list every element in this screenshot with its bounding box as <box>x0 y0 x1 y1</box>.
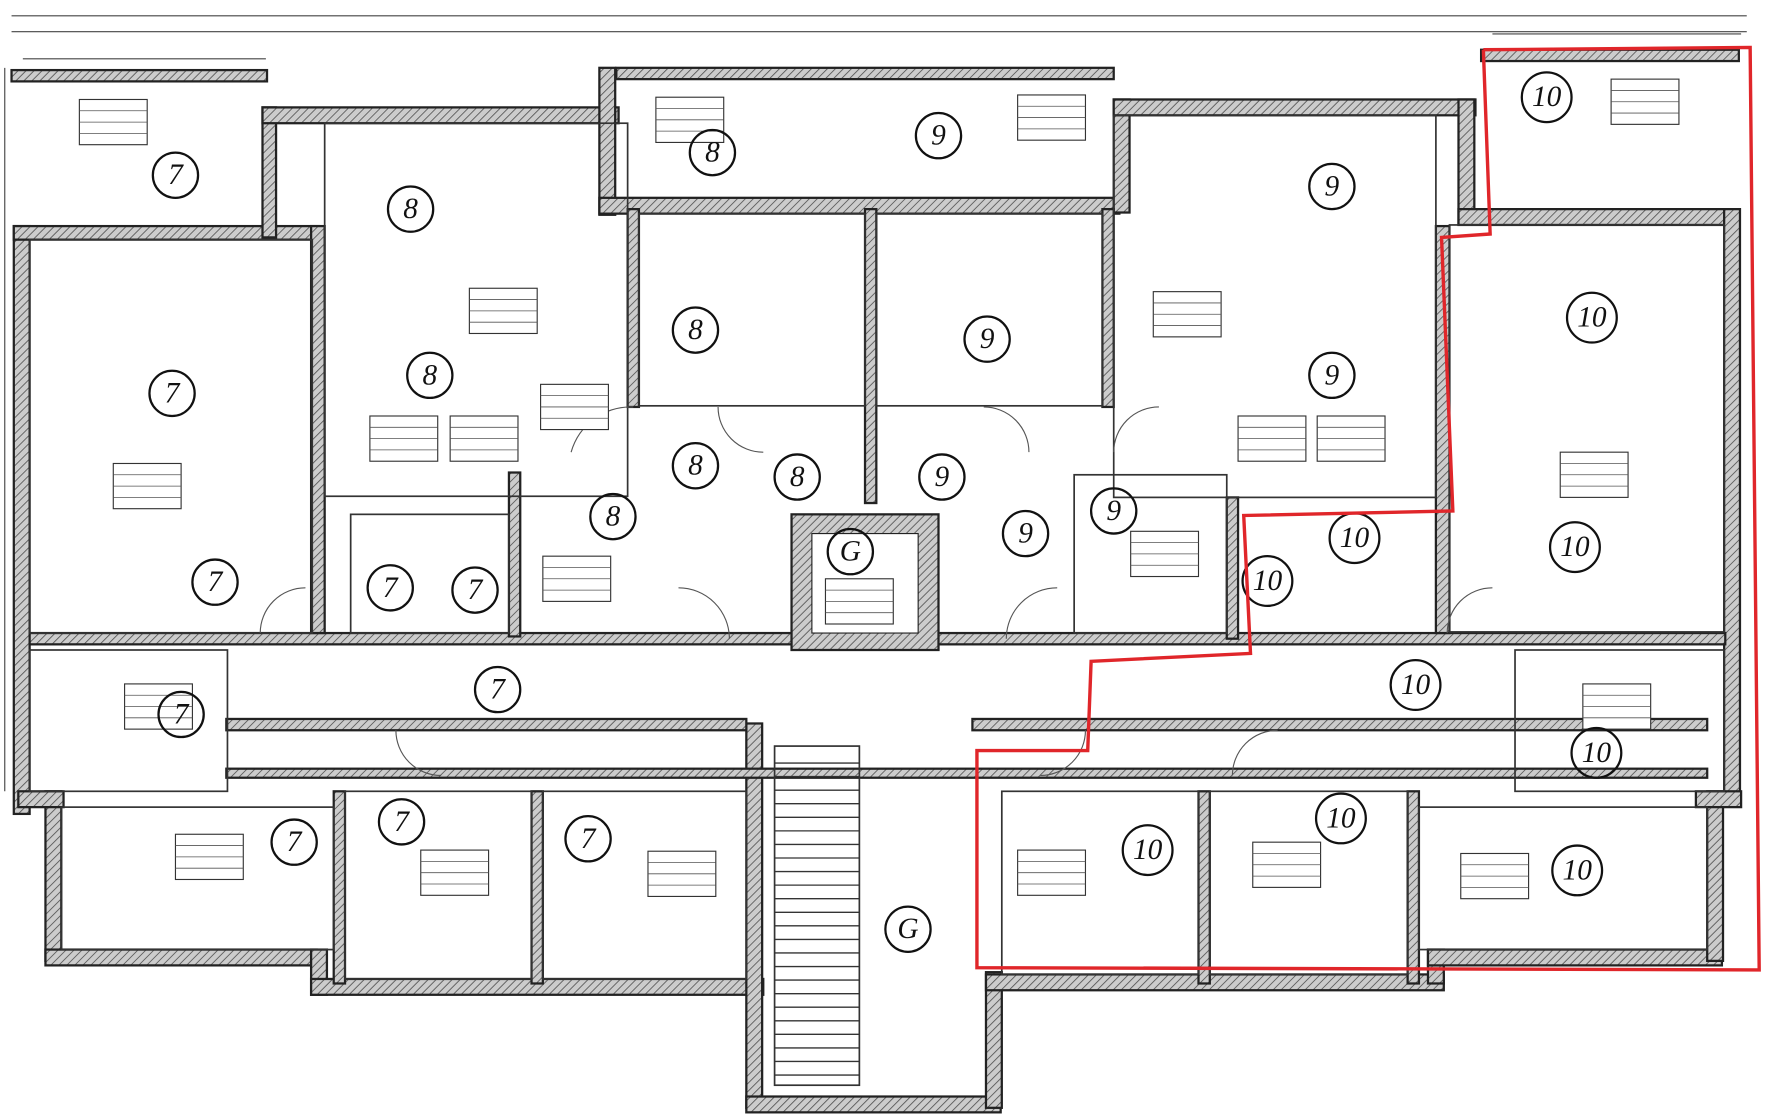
room-label-9: 9 <box>1089 487 1138 535</box>
svg-text:10: 10 <box>1563 854 1593 886</box>
room-labels: 7 7 7 7 7 7 7 7 7 7 8 8 8 8 8 8 8 9 9 9 9 9 9 9 10 10 10 10 10 10 10 10… <box>148 71 1623 953</box>
svg-text:10: 10 <box>1340 522 1370 554</box>
svg-text:10: 10 <box>1582 737 1612 769</box>
svg-text:10: 10 <box>1532 81 1562 113</box>
room-label-8: 8 <box>386 185 435 233</box>
svg-text:7: 7 <box>383 572 399 604</box>
stair-treads <box>774 762 860 1076</box>
svg-text:9: 9 <box>980 323 995 355</box>
room-label-9: 9 <box>1308 162 1356 211</box>
room-label-9: 9 <box>918 453 966 501</box>
room-label-10: 10 <box>1520 71 1573 124</box>
svg-text:10: 10 <box>1560 531 1590 563</box>
svg-text:10: 10 <box>1401 669 1431 701</box>
svg-text:8: 8 <box>705 137 720 169</box>
room-label-7: 7 <box>151 151 200 199</box>
svg-text:7: 7 <box>165 377 181 409</box>
svg-text:7: 7 <box>490 674 506 706</box>
room-label-7: 7 <box>366 564 414 612</box>
svg-text:7: 7 <box>174 698 190 730</box>
svg-text:8: 8 <box>422 359 437 391</box>
room-label-10: 10 <box>1121 824 1174 877</box>
room-label-10: 10 <box>1548 521 1601 574</box>
svg-text:10: 10 <box>1326 802 1356 834</box>
svg-text:7: 7 <box>168 159 184 191</box>
svg-text:8: 8 <box>790 461 805 493</box>
room-label-7: 7 <box>157 690 205 739</box>
room-label-10: 10 <box>1314 792 1367 845</box>
room-label-7: 7 <box>473 665 522 714</box>
svg-text:7: 7 <box>581 823 597 855</box>
svg-text:10: 10 <box>1253 565 1283 597</box>
svg-text:G: G <box>840 536 861 568</box>
room-label-7: 7 <box>564 815 612 863</box>
room-label-9: 9 <box>1001 509 1050 558</box>
svg-text:9: 9 <box>1018 518 1033 550</box>
svg-text:7: 7 <box>394 806 410 838</box>
room-label-7: 7 <box>451 566 499 614</box>
svg-text:8: 8 <box>606 501 621 533</box>
room-label-8: 8 <box>589 492 637 541</box>
dimension-lines <box>4 15 1747 792</box>
svg-text:8: 8 <box>403 193 418 225</box>
room-label-9: 9 <box>914 111 963 160</box>
room-label-10: 10 <box>1389 659 1442 712</box>
svg-text:10: 10 <box>1577 302 1607 334</box>
room-label-10: 10 <box>1565 291 1618 344</box>
svg-text:9: 9 <box>1106 495 1121 527</box>
room-label-8: 8 <box>406 351 454 400</box>
svg-text:9: 9 <box>1325 359 1340 391</box>
rooms <box>28 114 1725 1087</box>
svg-text:9: 9 <box>1325 171 1340 203</box>
room-label-9: 9 <box>1308 351 1356 400</box>
svg-text:8: 8 <box>688 314 703 346</box>
svg-text:G: G <box>897 913 918 945</box>
room-label-10: 10 <box>1551 844 1604 897</box>
room-label-9: 9 <box>963 315 1011 363</box>
room-label-8: 8 <box>671 306 720 354</box>
room-label-8: 8 <box>671 441 720 490</box>
svg-text:7: 7 <box>468 574 484 606</box>
svg-text:7: 7 <box>208 566 224 598</box>
unit-10-highlight-outline <box>975 45 1761 972</box>
svg-text:9: 9 <box>931 120 946 152</box>
room-label-7: 7 <box>377 798 426 846</box>
room-label-10: 10 <box>1328 512 1381 565</box>
room-label-8: 8 <box>688 128 737 177</box>
svg-text:10: 10 <box>1133 834 1163 866</box>
room-label-10: 10 <box>1241 555 1294 608</box>
room-info-tags <box>78 78 1680 900</box>
svg-text:9: 9 <box>935 461 950 493</box>
room-label-7: 7 <box>148 369 196 418</box>
room-label-G: G <box>884 905 932 953</box>
svg-text:7: 7 <box>287 826 303 858</box>
room-label-8: 8 <box>773 453 821 501</box>
room-label-10: 10 <box>1570 726 1623 779</box>
room-label-G: G <box>826 527 875 576</box>
room-label-7: 7 <box>270 818 318 866</box>
room-label-7: 7 <box>191 558 239 606</box>
svg-text:8: 8 <box>688 450 703 482</box>
staircase <box>773 745 861 1087</box>
